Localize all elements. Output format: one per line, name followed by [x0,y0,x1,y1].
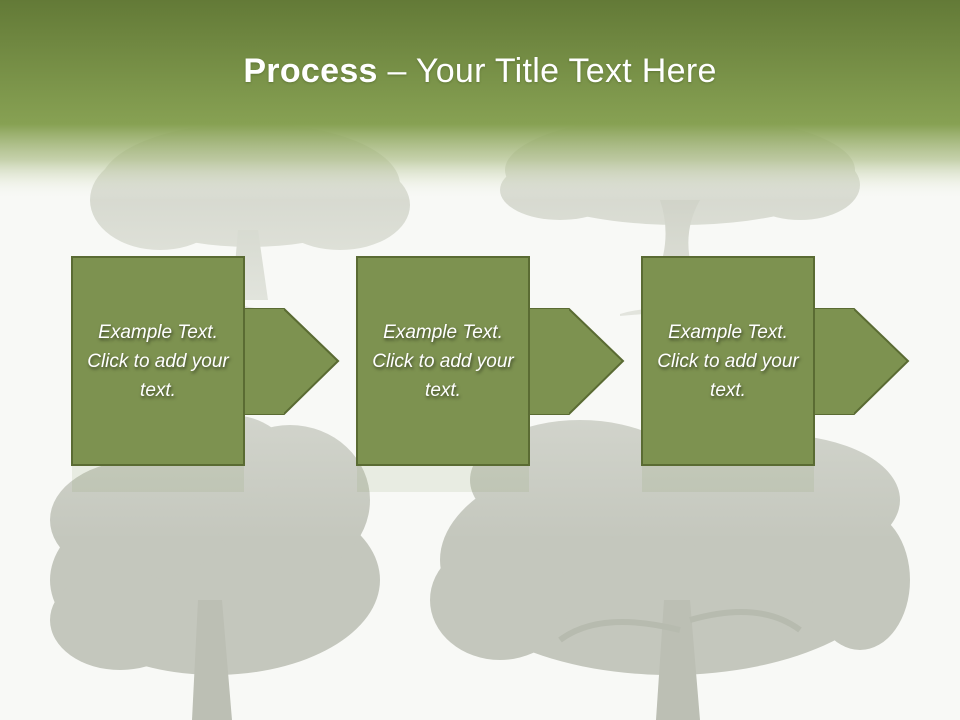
slide-title[interactable]: Process – Your Title Text Here [0,52,960,91]
title-bold: Process [243,52,378,90]
step-3-shape [641,256,910,492]
step-2-shape [356,256,625,492]
header-band [0,0,960,200]
title-rest: Your Title Text Here [415,52,717,90]
step-1-text[interactable]: Example Text. Click to add your text. [87,321,229,401]
step-1-shape [71,256,340,492]
step-3-text[interactable]: Example Text. Click to add your text. [657,321,799,401]
title-separator: – [377,52,416,90]
step-2-text[interactable]: Example Text. Click to add your text. [372,321,514,401]
